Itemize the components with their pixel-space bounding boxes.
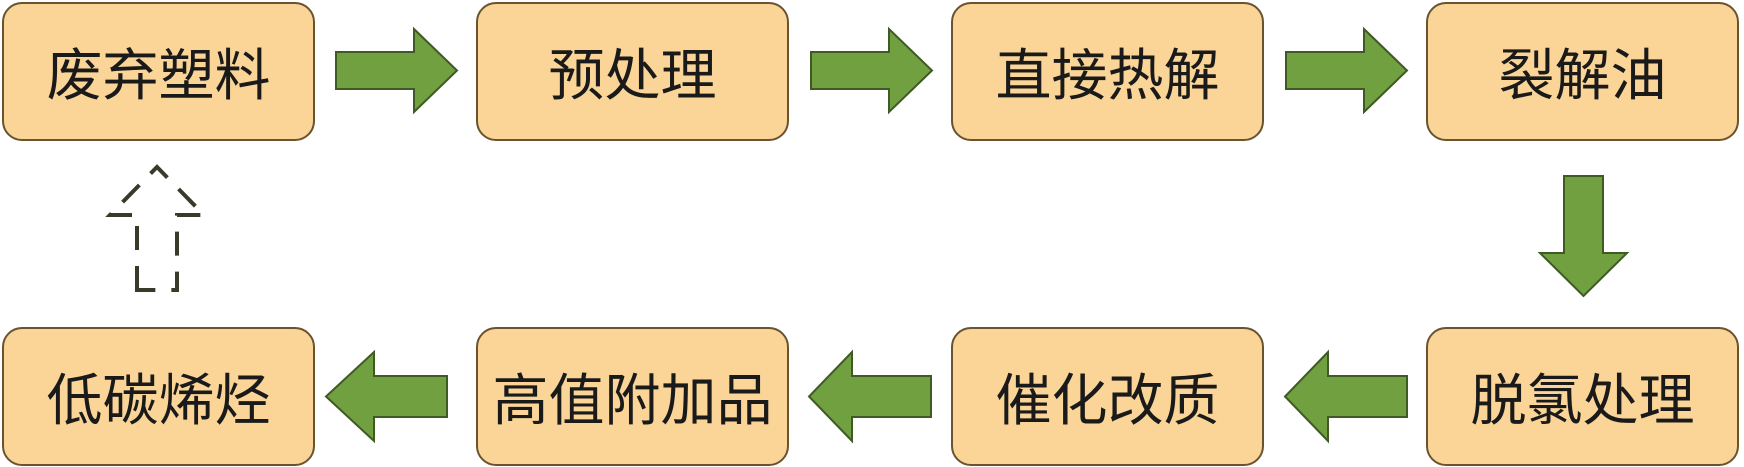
node-dechlorination: 脱氯处理 xyxy=(1426,327,1739,466)
node-label: 直接热解 xyxy=(995,44,1220,109)
right-arrow-icon xyxy=(335,26,459,115)
node-label: 低碳烯烃 xyxy=(46,369,271,434)
node-label: 高值附加品 xyxy=(492,369,773,434)
right-arrow-icon xyxy=(810,26,934,115)
node-direct-pyrolysis: 直接热解 xyxy=(951,2,1264,141)
dashed-up-arrow-icon xyxy=(105,164,209,292)
right-arrow-icon xyxy=(1285,26,1409,115)
node-label: 废弃塑料 xyxy=(46,44,271,109)
node-label: 裂解油 xyxy=(1498,44,1667,109)
node-label: 预处理 xyxy=(548,44,717,109)
node-low-carbon-olefins: 低碳烯烃 xyxy=(2,327,315,466)
node-waste-plastic: 废弃塑料 xyxy=(2,2,315,141)
left-arrow-icon xyxy=(1283,349,1408,444)
node-high-value-products: 高值附加品 xyxy=(476,327,789,466)
node-label: 催化改质 xyxy=(995,369,1220,434)
left-arrow-icon xyxy=(324,349,448,444)
node-catalytic-upgrading: 催化改质 xyxy=(951,327,1264,466)
node-pretreatment: 预处理 xyxy=(476,2,789,141)
node-label: 脱氯处理 xyxy=(1470,369,1695,434)
node-pyrolysis-oil: 裂解油 xyxy=(1426,2,1739,141)
down-arrow-icon xyxy=(1537,175,1630,298)
left-arrow-icon xyxy=(807,349,932,444)
